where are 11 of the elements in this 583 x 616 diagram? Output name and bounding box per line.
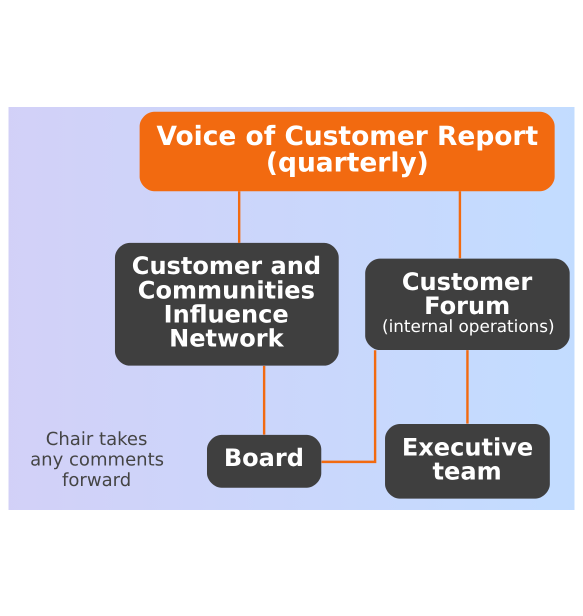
connector <box>458 190 462 258</box>
node-box: Executive team <box>385 423 550 498</box>
connector <box>466 350 469 424</box>
connector <box>322 350 376 463</box>
node-box: Board <box>207 434 322 488</box>
node-box: Customer and Communities Influence Network <box>114 242 339 366</box>
connector <box>238 190 240 242</box>
node-box: Voice of Customer Report (quarterly) <box>140 111 555 191</box>
node-box: Customer Forum (internal operations) <box>365 258 570 350</box>
connector <box>262 365 266 434</box>
label: Chair takes any comments forward <box>30 428 164 490</box>
